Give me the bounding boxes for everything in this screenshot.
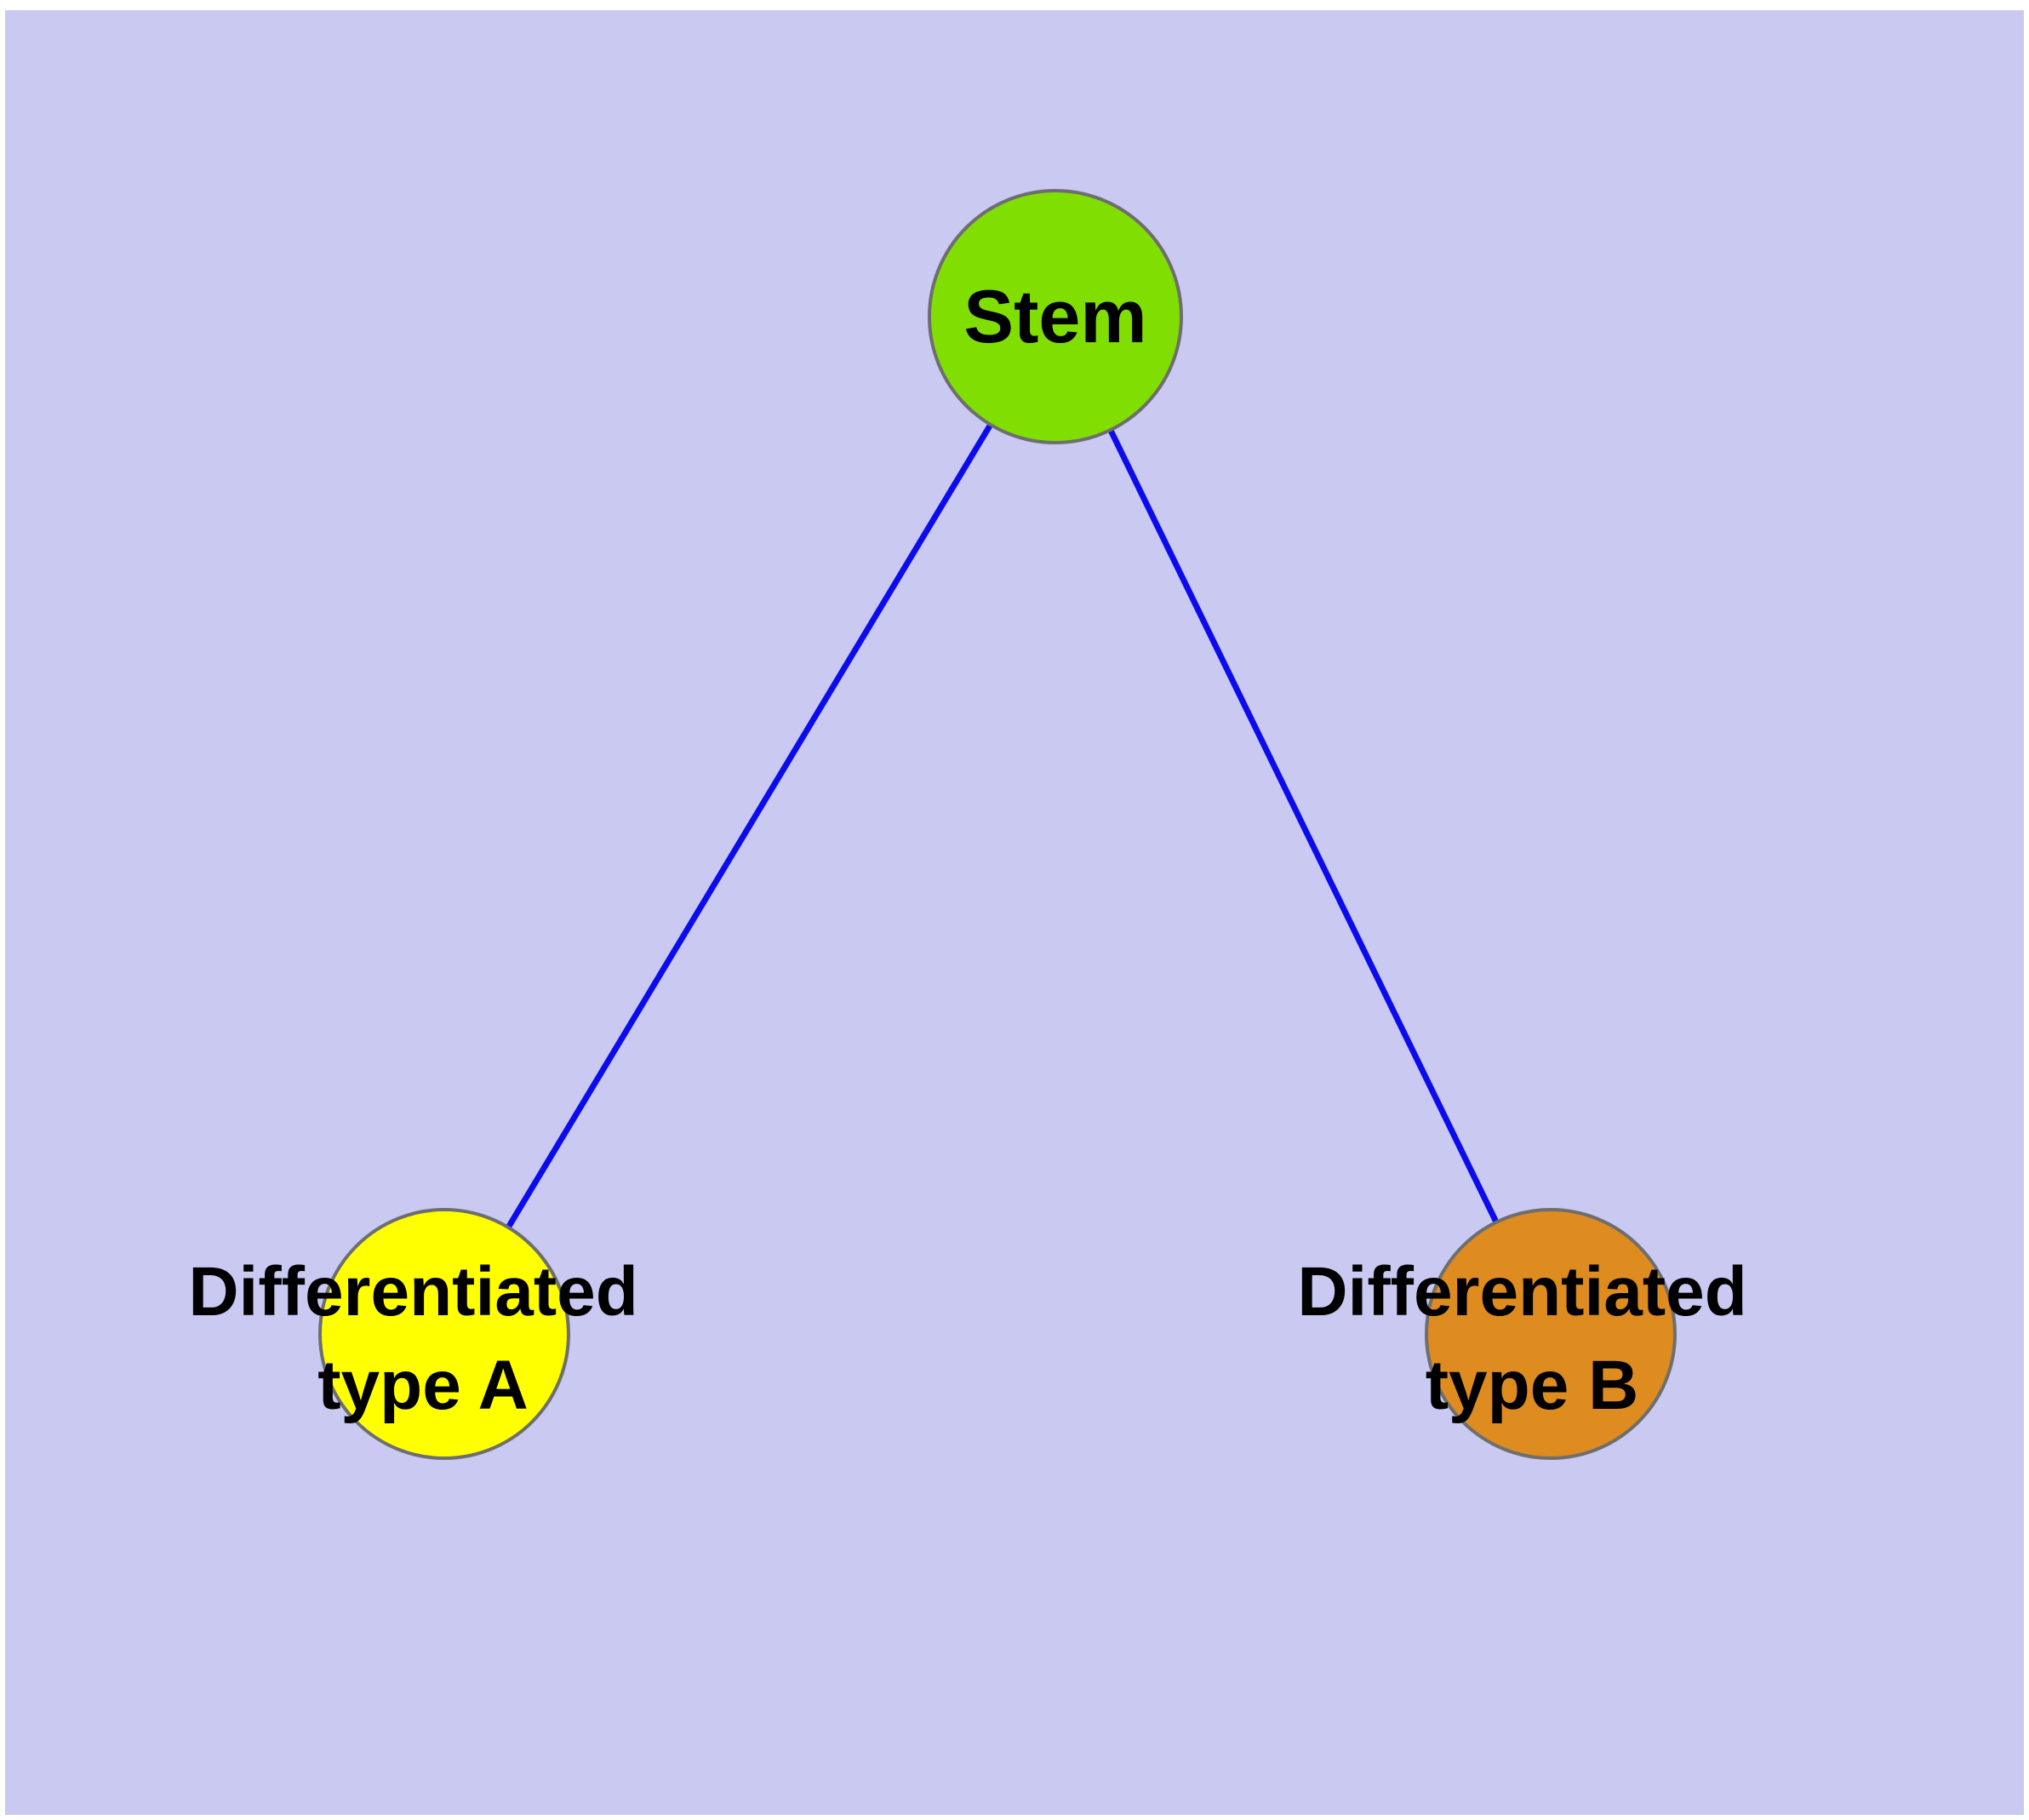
node-stem xyxy=(928,189,1183,444)
node-stem-label-line1: Stem xyxy=(963,274,1146,358)
edge-stem-to-type-a xyxy=(441,315,1059,1336)
node-differentiated-type-a xyxy=(318,1208,570,1460)
node-a-label-line1: Differentiated xyxy=(188,1253,638,1331)
node-differentiated-type-b-label: Differentiated type B xyxy=(1297,1253,1766,1424)
node-b-label-line2: type B xyxy=(1426,1347,1639,1424)
node-b-label-line1: Differentiated xyxy=(1297,1253,1747,1331)
node-differentiated-type-b xyxy=(1425,1208,1677,1460)
node-a-label-line2: type A xyxy=(317,1347,529,1424)
node-differentiated-type-a-label: Differentiated type A xyxy=(188,1253,657,1424)
edge-stem-to-type-b xyxy=(1052,315,1554,1336)
node-stem-label: Stem xyxy=(963,274,1146,358)
